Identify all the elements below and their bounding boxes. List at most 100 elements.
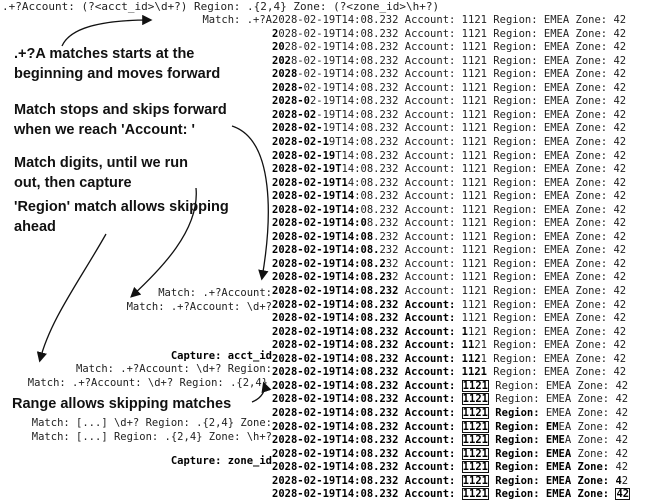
region-label-matched: Region: [495,461,540,474]
region-value-rest: EMEA [543,14,570,26]
account-label-rest: Account: [404,217,456,230]
account-id-rest: 121 [468,325,487,338]
account-label-matched: Account: [404,325,456,338]
timestamp-matched: 2028-02-19T14:08.232 [272,379,399,392]
timestamp-rest: 02-19T14:08.232 [303,81,399,94]
zone-label-rest: Zone: [575,366,608,379]
timestamp-rest: 9T14:08.232 [328,135,399,148]
timestamp-rest: -02-19T14:08.232 [297,68,399,81]
zone-id-rest: 42 [613,190,627,203]
region-label-rest: Region: [493,366,538,379]
zone-id-rest: 42 [613,108,627,121]
timestamp-matched: 2028 [272,68,298,81]
region-label-rest: Region: [493,203,538,216]
account-label-rest: Account: [404,108,456,121]
region-label-rest: Region: [493,14,538,26]
log-line: 2028-02-19T14:08.232 Account: 1121 Regio… [272,461,629,474]
region-label-rest: Region: [493,244,538,257]
region-label-rest: Region: [493,271,538,284]
log-line: 2028-02-19T14:08.232 Account: 1121 Regio… [272,136,626,148]
account-label-rest: Account: [404,122,456,135]
zone-label-rest: Zone: [577,434,610,447]
region-value-rest: A [564,434,572,447]
log-line: 2028-02-19T14:08.232 Account: 1121 Regio… [272,82,626,94]
account-label-rest: Account: [404,257,456,270]
zone-id-rest: 42 [613,163,627,176]
zone-label-rest: Zone: [575,54,608,67]
account-id-rest: 1121 [461,257,487,270]
zone-id-rest: 42 [615,461,629,474]
account-id-capture: 1121 [461,393,489,406]
zone-id-rest: 42 [613,176,627,189]
region-label-matched: Region: [495,447,540,460]
region-value-rest: EMEA [543,135,570,148]
region-label-rest: Region: [493,163,538,176]
account-label-rest: Account: [404,149,456,162]
zone-id-rest: 42 [613,352,627,365]
account-id-rest: 1121 [461,68,487,81]
timestamp-rest: 028-02-19T14:08.232 [278,27,399,40]
account-id-rest: 1121 [461,230,487,243]
log-line: 2028-02-19T14:08.232 Account: 1121 Regio… [272,109,626,121]
log-line: 2028-02-19T14:08.232 Account: 1121 Regio… [272,366,626,378]
log-line: 2028-02-19T14:08.232 Account: 1121 Regio… [272,244,626,256]
log-line: 2028-02-19T14:08.232 Account: 1121 Regio… [272,271,626,283]
region-value-rest: EMEA [543,41,570,54]
timestamp-rest: 4:08.232 [347,176,399,189]
region-label-rest: Region: [493,339,538,352]
zone-id-rest: 42 [613,257,627,270]
timestamp-matched: 2028-02-19T1 [272,176,348,189]
account-label-matched: Account: [404,488,456,500]
arrow-range-icon [251,381,272,403]
account-label-matched: Account: [404,406,456,419]
timestamp-matched: 2028-02 [272,108,317,121]
label-match-account: Match: .+?Account: [158,287,272,299]
timestamp-matched: 2028-02-19T14:08.232 [272,352,399,365]
zone-id-rest: 42 [613,366,627,379]
zone-id-rest: 42 [613,95,627,108]
log-line: 2028-02-19T14:08.232 Account: 1121 Regio… [272,231,626,243]
arrow-account-icon [231,125,269,281]
zone-label-rest: Zone: [577,420,610,433]
zone-label-matched: Zone: [577,474,610,487]
account-id-capture: 1121 [461,406,489,419]
account-label-rest: Account: [404,54,456,67]
account-label-rest: Account: [404,163,456,176]
region-label-rest: Region: [493,190,538,203]
log-line: 2028-02-19T14:08.232 Account: 1121 Regio… [272,434,628,447]
account-id-capture: 1121 [461,420,489,433]
log-line: 2028-02-19T14:08.232 Account: 1121 Regio… [272,14,626,26]
zone-id-rest: 42 [613,203,627,216]
account-id-rest: 1121 [461,163,487,176]
account-label-matched: Account: [404,366,456,379]
account-id-rest: 1121 [461,217,487,230]
account-id-rest: 1121 [461,271,487,284]
account-label-rest: Account: [404,271,456,284]
timestamp-matched: 2028-02-19T14:08.232 [272,285,399,297]
account-id-capture: 1121 [461,474,489,487]
timestamp-rest: 8-02-19T14:08.232 [290,54,399,67]
region-label-rest: Region: [493,312,538,325]
timestamp-matched: 202 [272,54,291,67]
region-label-rest: Region: [493,95,538,108]
timestamp-matched: 2028-0 [272,95,310,108]
account-label-rest: Account: [404,95,456,108]
zone-label-rest: Zone: [575,285,608,297]
zone-id-rest: 42 [613,27,627,40]
zone-label-rest: Zone: [575,176,608,189]
region-value-rest: EMEA [543,339,570,352]
account-id-rest: 1121 [461,135,487,148]
timestamp-matched: 2028-02-19T14: [272,203,361,216]
zone-label-matched: Zone: [577,488,610,500]
zone-id-rest: 2 [621,474,629,487]
label-match-account-digits: Match: .+?Account: \d+? [126,301,272,313]
region-label-matched: Region: [495,406,540,419]
log-line: 2028-02-19T14:08.232 Account: 1121 Regio… [272,95,626,107]
timestamp-rest: -19T14:08.232 [316,108,399,121]
region-value-rest: EMEA [545,406,572,419]
zone-id-rest: 42 [613,122,627,135]
account-id-capture: 1121 [461,461,489,474]
zone-label-rest: Zone: [575,325,608,338]
zone-label-rest: Zone: [575,68,608,81]
region-value-rest: EMEA [545,379,572,392]
